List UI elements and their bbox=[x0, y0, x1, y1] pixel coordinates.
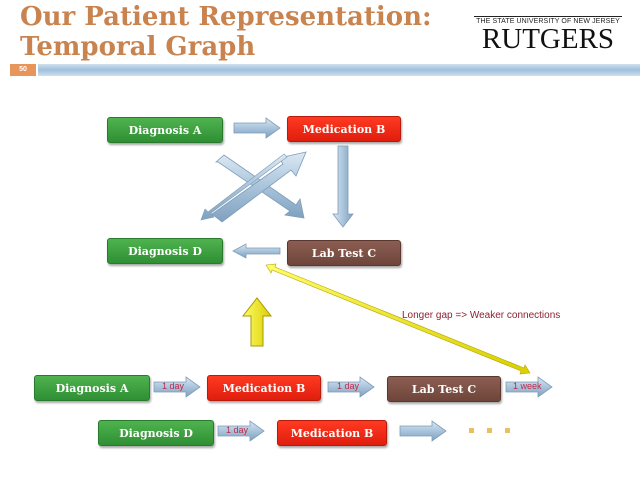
seq2-gap-label-1: 1 day bbox=[226, 425, 249, 435]
seq1-diagnosis-a: Diagnosis A bbox=[34, 375, 150, 401]
slide-title: Our Patient Representation: Temporal Gra… bbox=[20, 2, 432, 62]
seq1-gap-label-3: 1 week bbox=[513, 381, 542, 391]
graph-node-diagnosis-a: Diagnosis A bbox=[107, 117, 223, 143]
seq2-gap-arrow-1 bbox=[217, 420, 265, 442]
annotation-text: Longer gap => Weaker connections bbox=[402, 310, 561, 321]
seq1-gap-arrow-2 bbox=[327, 376, 375, 398]
title-line-1: Our Patient Representation: bbox=[20, 2, 432, 32]
rutgers-logo: THE STATE UNIVERSITY OF NEW JERSEY RUTGE… bbox=[474, 16, 622, 55]
header-bar bbox=[38, 64, 640, 76]
seq2-diagnosis-d: Diagnosis D bbox=[98, 420, 214, 446]
yellow-up-arrow bbox=[241, 297, 273, 347]
title-line-2: Temporal Graph bbox=[20, 32, 256, 62]
seq1-medication-b: Medication B bbox=[207, 375, 321, 401]
logo-tagline: THE STATE UNIVERSITY OF NEW JERSEY bbox=[474, 16, 622, 25]
ellipsis-dot bbox=[505, 428, 510, 433]
ellipsis-dot bbox=[487, 428, 492, 433]
arrow-b-to-c bbox=[332, 145, 354, 228]
ellipsis-dot bbox=[469, 428, 474, 433]
arrow-d-to-b bbox=[211, 151, 307, 223]
yellow-gap-arrow bbox=[265, 263, 531, 375]
seq1-gap-label-1: 1 day bbox=[162, 381, 185, 391]
seq1-lab-test-c: Lab Test C bbox=[387, 376, 501, 402]
seq1-gap-arrow-1 bbox=[153, 376, 201, 398]
graph-node-medication-b: Medication B bbox=[287, 116, 401, 142]
seq1-gap-arrow-3 bbox=[505, 376, 553, 398]
arrow-c-to-d bbox=[232, 243, 281, 259]
graph-node-diagnosis-d: Diagnosis D bbox=[107, 238, 223, 264]
arrow-a-to-b bbox=[233, 117, 281, 139]
arrow-b-to-d bbox=[200, 153, 288, 221]
page-number: 50 bbox=[10, 64, 36, 76]
graph-node-lab-test-c: Lab Test C bbox=[287, 240, 401, 266]
logo-name: RUTGERS bbox=[481, 23, 615, 55]
seq2-medication-b: Medication B bbox=[277, 420, 387, 446]
seq2-gap-arrow-2 bbox=[399, 420, 447, 442]
seq1-gap-label-2: 1 day bbox=[337, 381, 360, 391]
